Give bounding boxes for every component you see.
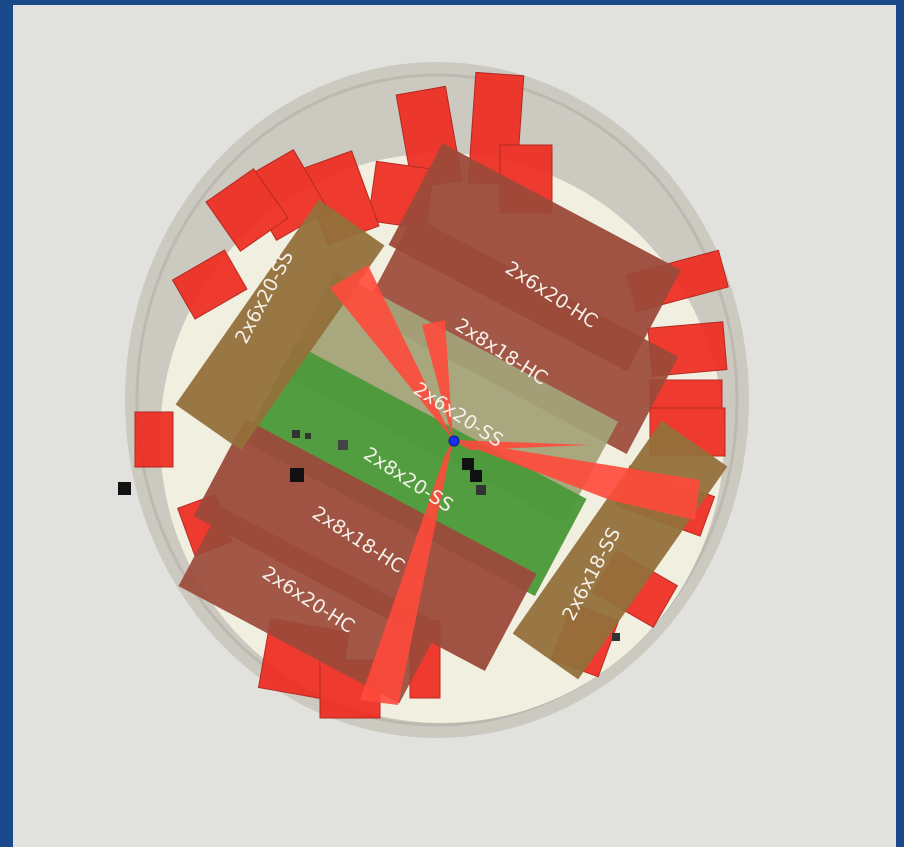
- panel-tr-hc2[interactable]: [361, 216, 679, 454]
- beam-wedges: [330, 265, 700, 705]
- panel-tr-hc[interactable]: [388, 143, 681, 372]
- panel-tl-ss[interactable]: [175, 199, 385, 451]
- panel-bl-hc2[interactable]: [193, 418, 537, 672]
- outer-ring-edge: [135, 73, 739, 727]
- panel-bl-hc[interactable]: [178, 506, 442, 704]
- pivot-point[interactable]: [448, 435, 460, 447]
- marker-points: [118, 430, 620, 641]
- panel-mid-green[interactable]: [243, 343, 587, 597]
